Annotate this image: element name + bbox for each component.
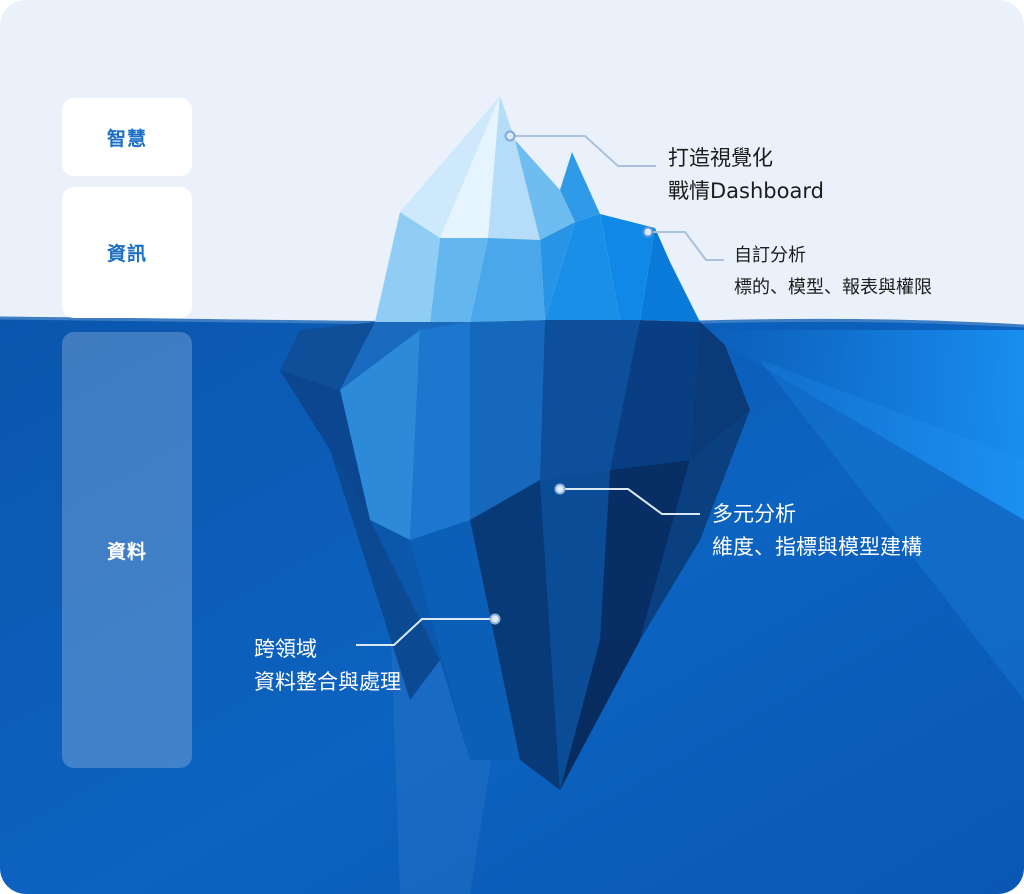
leader-line-custom-analysis [648,231,724,261]
leader-dot [489,613,501,625]
iceberg-body [280,320,750,790]
callout-title: 多元分析 [712,502,796,526]
callout-description: 戰情Dashboard [668,179,824,203]
callout-title: 自訂分析 [734,245,806,266]
iceberg-tip [375,96,700,322]
sea-light-beam [760,360,1024,700]
leader-line-dashboard [510,135,656,167]
callout-multi-analysis: 多元分析 維度、指標與模型建構 [712,498,922,564]
sea-light-beam [700,330,1024,520]
callout-description: 資料整合與處理 [254,670,401,694]
leader-lines-underwater [356,488,700,646]
callout-integration: 跨領域 資料整合與處理 [254,633,401,699]
leader-dot [504,130,516,142]
leader-line-integration [356,618,495,646]
callout-title: 跨領域 [254,637,317,661]
leader-dot [642,226,654,238]
callout-description: 維度、指標與模型建構 [712,535,922,559]
leader-dot [554,483,566,495]
tier-data: 資料 [62,332,192,768]
leader-lines [510,135,724,261]
callout-description: 標的、模型、報表與權限 [734,277,932,298]
callout-dashboard: 打造視覺化 戰情Dashboard [668,142,824,208]
leader-dots [489,130,654,625]
callout-custom-analysis: 自訂分析 標的、模型、報表與權限 [734,240,932,304]
leader-line-multi-analysis [560,488,700,515]
tier-wisdom: 智慧 [62,98,192,176]
callout-title: 打造視覺化 [668,146,773,170]
tier-information: 資訊 [62,187,192,318]
